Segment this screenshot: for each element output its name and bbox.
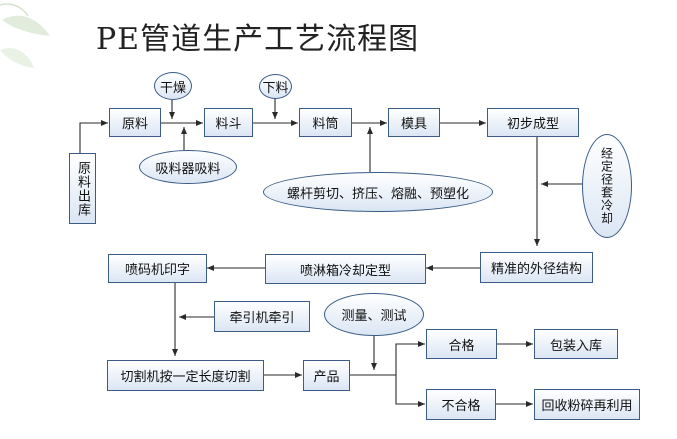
node-raw-material-out: 原料出库 [69,153,96,224]
node-cutter: 切割机按一定长度切割 [107,360,264,391]
node-hopper: 料斗 [204,108,253,137]
node-sizing-cooling: 经定径套冷却 [582,134,632,238]
node-measure-test: 测量、测试 [324,293,424,336]
page-title: PE管道生产工艺流程图 [96,22,420,57]
node-barrel: 料筒 [299,108,352,137]
node-raw-material: 原料 [109,108,161,137]
edge-branch-fail [395,375,425,407]
edge-rawout-raw [79,120,108,153]
node-feeding: 下料 [259,74,292,99]
node-die: 模具 [388,108,440,137]
node-screw-process: 螺杆剪切、挤压、熔融、预塑化 [263,172,493,212]
node-spray-cooling: 喷淋箱冷却定型 [265,254,426,284]
edge-branch-pass [395,341,425,375]
node-tractor: 牵引机牵引 [214,301,310,332]
leaf-decoration [0,3,50,68]
node-pack-store: 包装入库 [534,329,618,359]
node-product: 产品 [303,360,350,391]
node-preform: 初步成型 [487,108,579,137]
node-suction-feeder: 吸料器吸料 [139,150,237,184]
node-fail: 不合格 [426,389,496,420]
node-recycle: 回收粉碎再利用 [534,389,640,420]
node-drying: 干燥 [154,72,192,100]
node-pass: 合格 [426,329,497,359]
node-precise-outer-diameter: 精准的外径结构 [480,252,593,283]
node-code-printer: 喷码机印字 [108,254,207,283]
